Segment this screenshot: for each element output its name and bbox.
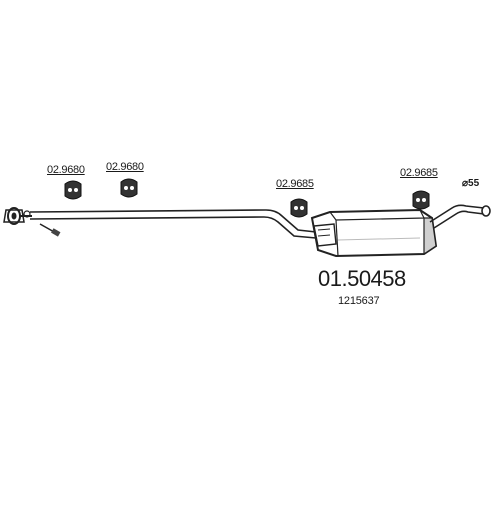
muffler [310,208,438,258]
oem-number: 1215637 [338,295,380,307]
main-part-number: 01.50458 [318,266,406,291]
hanger-part-number: 02.9685 [400,167,438,179]
rubber-hanger-icon [120,178,138,198]
exhaust-pipe [29,209,317,239]
pipe-diameter-label: ⌀55 [462,178,480,189]
tail-pipe [429,204,491,229]
rubber-hanger-icon [64,180,82,200]
front-flange-icon [3,207,32,225]
rubber-hanger-icon [290,198,308,218]
rubber-hanger-icon [412,190,430,210]
hanger-part-number: 02.9680 [47,164,85,176]
hanger-part-number: 02.9680 [106,161,144,173]
bolt-icon [39,223,61,237]
hanger-part-number: 02.9685 [276,178,314,190]
